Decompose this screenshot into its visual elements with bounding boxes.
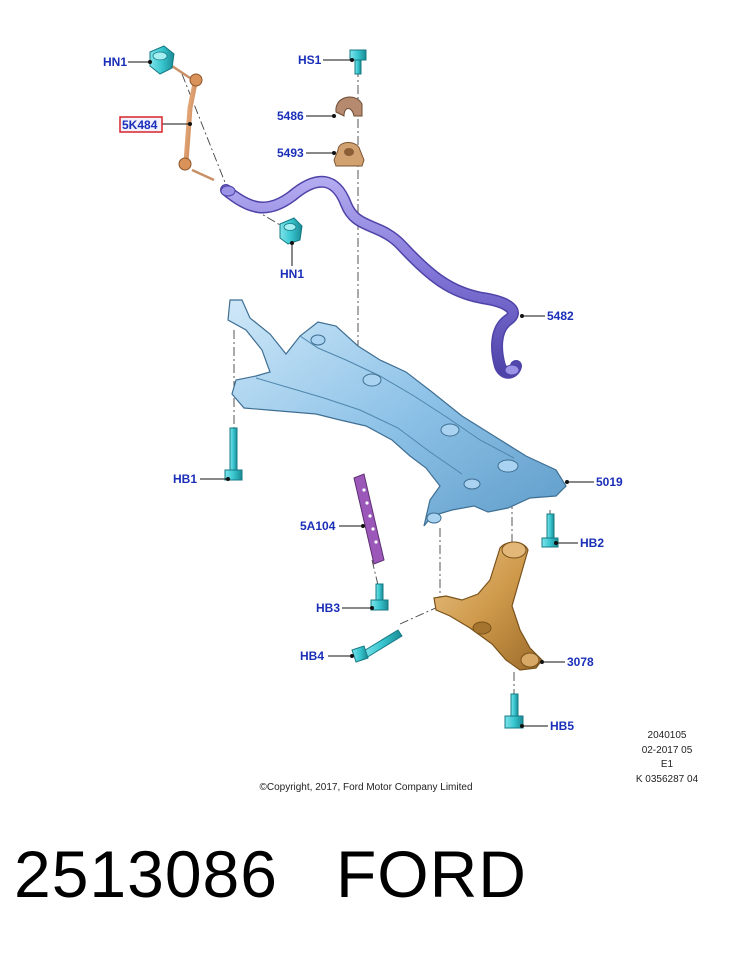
copyright-notice: ©Copyright, 2017, Ford Motor Company Lim… (259, 782, 473, 793)
callout-hb1[interactable]: HB1 (173, 472, 197, 486)
bolt-hb1[interactable] (224, 427, 243, 481)
bracket-5493[interactable] (333, 142, 365, 167)
bolt-hb3[interactable] (370, 583, 389, 611)
subframe[interactable] (227, 299, 567, 527)
callout-5k484[interactable]: 5K484 (122, 118, 158, 132)
callout-labels: HN1 HS1 5K484 5486 5493 HN1 5482 HB1 501… (103, 53, 623, 733)
bolt-hs1[interactable] (349, 49, 367, 75)
callout-hn1-top[interactable]: HN1 (103, 55, 127, 69)
bushing-5486[interactable] (335, 96, 363, 117)
callout-3078[interactable]: 3078 (567, 655, 594, 669)
control-arm[interactable] (433, 541, 543, 671)
drawing-edition: E1 (660, 759, 674, 770)
drawing-code: K 0356287 04 (635, 773, 699, 785)
callout-leaders (128, 58, 594, 728)
bolt-hb2[interactable] (541, 513, 559, 548)
callout-5a104[interactable]: 5A104 (300, 519, 336, 533)
brand-name: FORD (335, 837, 527, 911)
callout-hb2[interactable]: HB2 (580, 536, 604, 550)
part-footer: 2513086 FORD (14, 836, 527, 912)
drawing-number: 2040105 (647, 730, 687, 741)
hex-nut-top[interactable] (149, 45, 175, 75)
drawing-date: 02-2017 05 (641, 744, 693, 756)
callout-hb3[interactable]: HB3 (316, 601, 340, 615)
highlight-box (119, 116, 163, 133)
callout-5019[interactable]: 5019 (596, 475, 623, 489)
exploded-parts-diagram: HN1 HS1 5K484 5486 5493 HN1 5482 HB1 501… (103, 45, 623, 733)
callout-5486[interactable]: 5486 (277, 109, 304, 123)
callout-5493[interactable]: 5493 (277, 146, 304, 160)
callout-hn1-bottom[interactable]: HN1 (280, 267, 304, 281)
callout-hb4[interactable]: HB4 (300, 649, 324, 663)
stabilizer-link[interactable] (171, 64, 215, 182)
stabilizer-bar[interactable] (220, 175, 522, 379)
callout-hs1[interactable]: HS1 (298, 53, 322, 67)
callout-5482[interactable]: 5482 (547, 309, 574, 323)
callout-hb5[interactable]: HB5 (550, 719, 574, 733)
part-number: 2513086 (14, 837, 278, 911)
bolt-hb4[interactable] (351, 629, 403, 663)
reinforcement-plate[interactable] (353, 473, 385, 565)
bolt-hb5[interactable] (504, 693, 524, 729)
hex-nut-bottom[interactable] (279, 217, 303, 245)
drawing-reference-block: 2040105 02-2017 05 E1 K 0356287 04 (612, 729, 722, 787)
